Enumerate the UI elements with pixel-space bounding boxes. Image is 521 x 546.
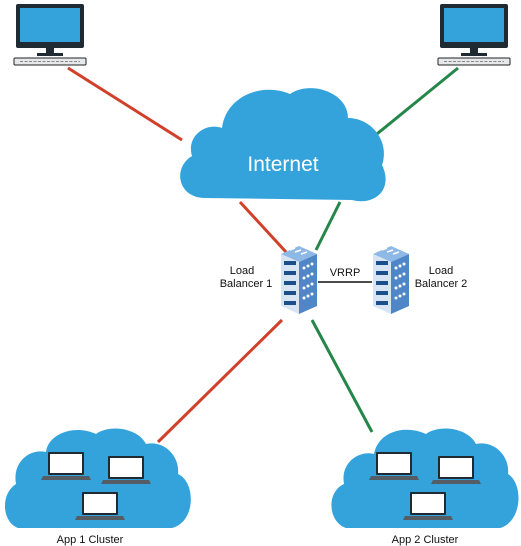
internet-cloud: Internet (180, 88, 386, 202)
internet-label: Internet (247, 153, 318, 176)
link-lb1-cluster1 (156, 318, 284, 444)
client-desktop-left-icon (13, 3, 87, 66)
lb2-label-line1: Load (429, 265, 453, 277)
link-client1-internet (67, 66, 183, 142)
app-2-cluster-cloud (331, 428, 519, 528)
load-balancer-2-server-icon (372, 245, 410, 315)
link-internet-lb1 (238, 200, 288, 254)
link-lb1-cluster2 (310, 319, 374, 433)
link-client2-internet (371, 66, 459, 140)
vrrp-label: VRRP (330, 267, 361, 279)
lb1-label-line2: Balancer 1 (220, 278, 273, 290)
client-desktop-right-icon (437, 3, 511, 66)
app-1-cluster-label: App 1 Cluster (57, 534, 124, 546)
load-balancer-1-server-icon (280, 245, 318, 315)
link-internet-lb1-standby (314, 201, 342, 251)
app-2-cluster-label: App 2 Cluster (392, 534, 459, 546)
lb1-label-line1: Load (230, 265, 254, 277)
lb2-label-line2: Balancer 2 (415, 278, 468, 290)
app-1-cluster-cloud (4, 428, 191, 528)
